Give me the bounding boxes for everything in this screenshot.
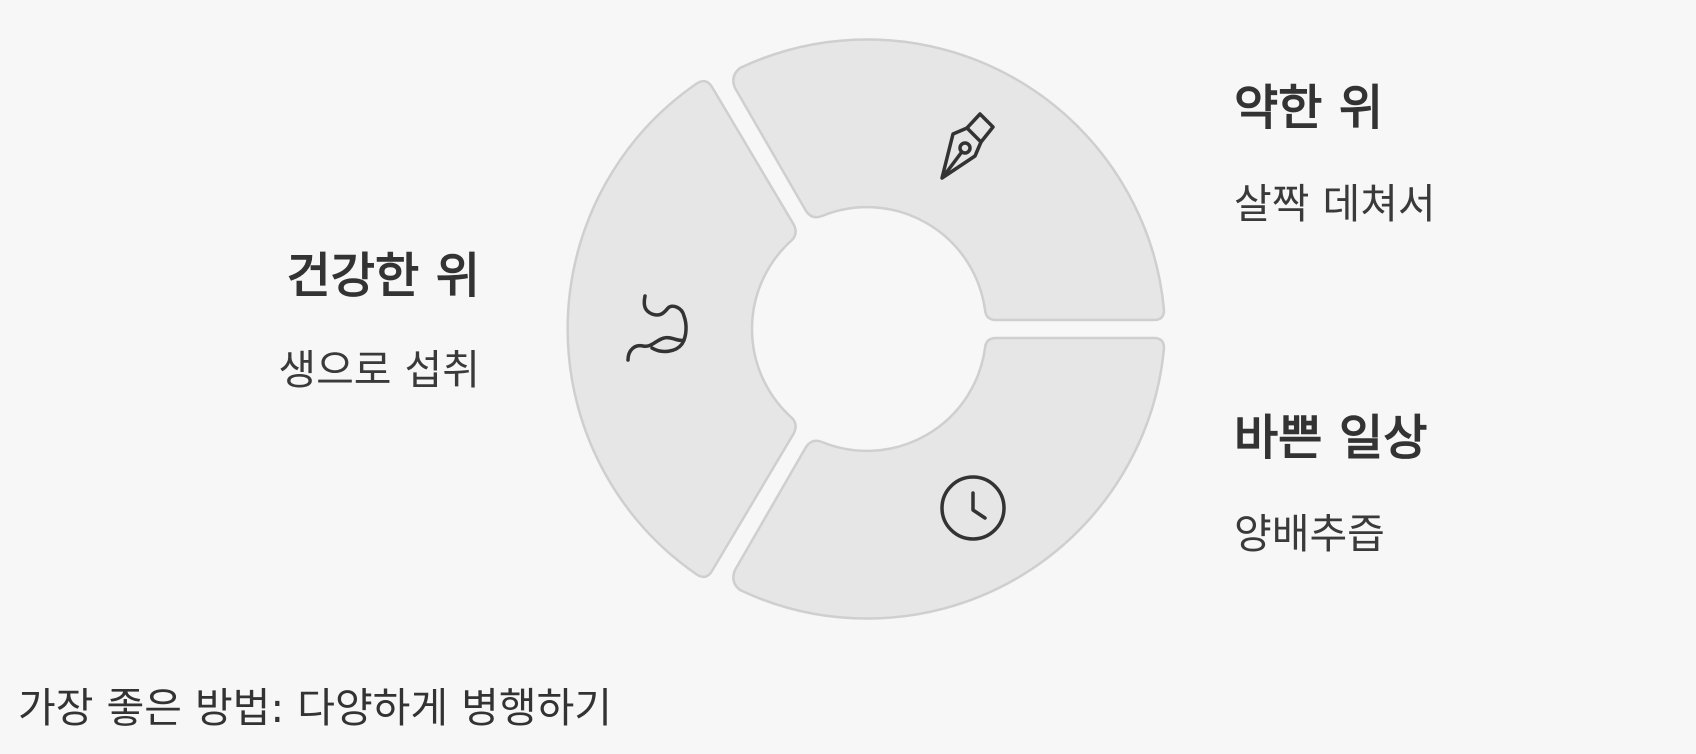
segment-busy-life[interactable]: [732, 336, 1166, 620]
segment-weak-stomach[interactable]: [732, 38, 1166, 322]
segment-title-weak-stomach: 약한 위: [1234, 80, 1384, 136]
stomach-icon: [626, 294, 688, 362]
clock-icon: [940, 475, 1006, 541]
footer-note: 가장 좋은 방법: 다양하게 병행하기: [18, 684, 613, 732]
segment-desc-weak-stomach: 살짝 데쳐서: [1234, 180, 1436, 228]
segment-title-busy-life: 바쁜 일상: [1234, 410, 1428, 466]
segment-desc-healthy-stomach: 생으로 섭취: [278, 346, 480, 394]
segment-healthy-stomach[interactable]: [566, 79, 797, 579]
pen-nib-icon: [940, 112, 995, 180]
segment-title-healthy-stomach: 건강한 위: [286, 248, 480, 304]
segment-desc-busy-life: 양배추즙: [1234, 510, 1385, 558]
